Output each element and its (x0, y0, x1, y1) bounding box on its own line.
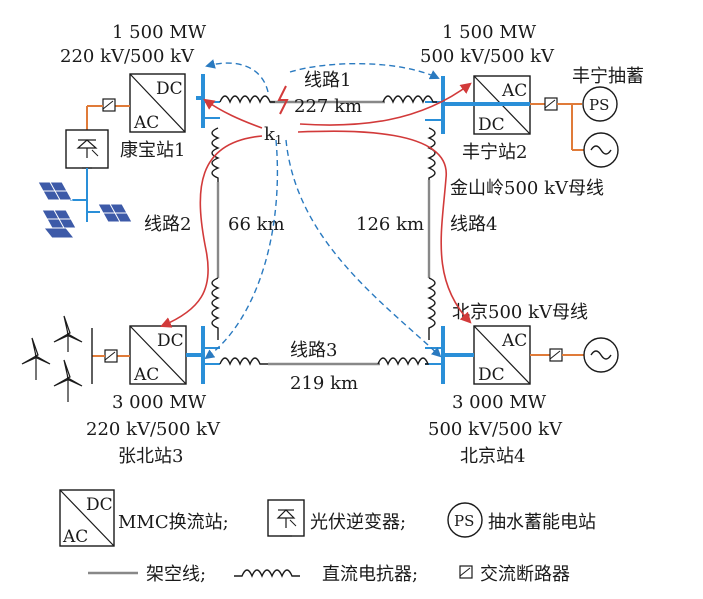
beijing-ac-side (530, 337, 619, 373)
reactor-line1-left (219, 95, 275, 104)
dc-reactors (211, 95, 437, 366)
line1-length: 227 km (294, 96, 362, 117)
legend-ps-icon (447, 502, 483, 538)
dashed-path-to-beijing (285, 139, 442, 358)
line4-length: 126 km (356, 214, 424, 235)
pumped-storage-icon (582, 86, 618, 122)
zhangbei-voltage: 220 kV/500 kV (86, 419, 221, 440)
legend-breaker-label: 交流断路器 (480, 564, 570, 585)
beijing-dc-label: DC (478, 365, 505, 385)
legend-overhead-label: 架空线; (146, 564, 206, 585)
beijing-ac-breaker-icon (549, 348, 563, 362)
fengning-voltage: 500 kV/500 kV (420, 46, 555, 67)
beijing-power: 3 000 MW (452, 392, 547, 413)
reactor-line1-right (382, 95, 437, 104)
legend-pv-inverter-icon (267, 499, 305, 537)
legend-pv-inverter-label: 光伏逆变器; (310, 512, 406, 533)
reactor-line2-top (211, 127, 220, 182)
kangbao-ac-side (37, 98, 133, 239)
kangbao-dc-label: DC (156, 79, 183, 99)
zhangbei-converter: DC AC (129, 325, 187, 385)
legend-mmc-label: MMC换流站; (118, 512, 229, 533)
legend-mmc-icon: DC AC (59, 489, 115, 547)
jinshanling-bus-label: 金山岭500 kV母线 (450, 178, 604, 199)
legend-pumped-station-label: 抽水蓄能电站 (488, 512, 596, 533)
fengning-ac-breaker-icon (544, 97, 558, 111)
line3-length: 219 km (290, 373, 358, 394)
kangbao-ac-label: AC (133, 113, 159, 133)
beijing-bus-label: 北京500 kV母线 (452, 302, 588, 323)
line4-name: 线路4 (450, 214, 497, 235)
wind-turbine-icon (21, 315, 83, 402)
beijing-voltage: 500 kV/500 kV (428, 419, 563, 440)
fengning-ac-side: PS (530, 86, 619, 168)
legend-mmc-dc: DC (86, 495, 113, 515)
dashed-path-to-zhangbei (204, 139, 279, 360)
beijing-ac-label: AC (501, 331, 527, 351)
reactor-line3-right (377, 357, 430, 366)
kangbao-power: 1 500 MW (112, 22, 207, 43)
fault-path-to-fengning (299, 82, 472, 126)
legend-mmc-ac: AC (62, 527, 88, 547)
legend-reactor-label: 直流电抗器; (322, 564, 418, 585)
fengning-ps-symbol: PS (589, 96, 609, 114)
zhangbei-ac-side (21, 315, 130, 402)
legend-ps-symbol: PS (454, 512, 474, 530)
fault-k1-label: k1 (264, 124, 283, 147)
line2-length: 66 km (228, 214, 285, 235)
kangbao-voltage: 220 kV/500 kV (60, 46, 195, 67)
zhangbei-power: 3 000 MW (112, 392, 207, 413)
dashed-current-paths (204, 59, 442, 360)
fengning-ac-label: AC (501, 81, 527, 101)
legend: DC AC MMC换流站; 光伏逆变器; PS 抽水蓄能电站 架空线; 直流电抗… (59, 489, 596, 585)
reactor-line4-top (427, 127, 436, 180)
dc-bus-bars (186, 74, 530, 384)
fengning-pumped-storage-label: 丰宁抽蓄 (572, 66, 644, 87)
overhead-lines (216, 100, 431, 366)
fault-path-to-kangbao (203, 98, 263, 129)
fengning-dc-label: DC (478, 115, 505, 135)
reactor-line3-left (219, 357, 268, 366)
fengning-name: 丰宁站2 (462, 142, 527, 163)
line1-name: 线路1 (304, 70, 351, 91)
fault-path-to-beijing (297, 130, 472, 324)
fault-current-paths (159, 82, 472, 328)
beijing-converter: AC DC (473, 325, 531, 385)
kangbao-name: 康宝站1 (120, 140, 185, 161)
fault-lightning-icon (277, 85, 289, 115)
kangbao-ac-breaker-icon (102, 98, 116, 112)
fengning-power: 1 500 MW (442, 22, 537, 43)
reactor-line2-bottom (211, 277, 220, 340)
kangbao-converter: DC AC (129, 73, 186, 133)
legend-reactor-icon (234, 569, 300, 578)
line3-name: 线路3 (290, 340, 337, 361)
reactor-line4-bottom (427, 277, 436, 340)
zhangbei-ac-breaker-icon (104, 349, 118, 363)
pv-panel-icon (37, 181, 133, 239)
fault-path-to-zhangbei (159, 135, 263, 328)
zhangbei-ac-label: AC (133, 365, 159, 385)
legend-breaker-icon (459, 565, 473, 579)
beijing-name: 北京站4 (460, 446, 525, 467)
line2-name: 线路2 (144, 214, 191, 235)
pv-inverter-icon (65, 129, 109, 169)
dashed-path-kangbao-top (205, 59, 269, 93)
dashed-path-fengning-top (289, 62, 440, 80)
zhangbei-dc-label: DC (157, 331, 184, 351)
zhangbei-name: 张北站3 (118, 446, 183, 467)
